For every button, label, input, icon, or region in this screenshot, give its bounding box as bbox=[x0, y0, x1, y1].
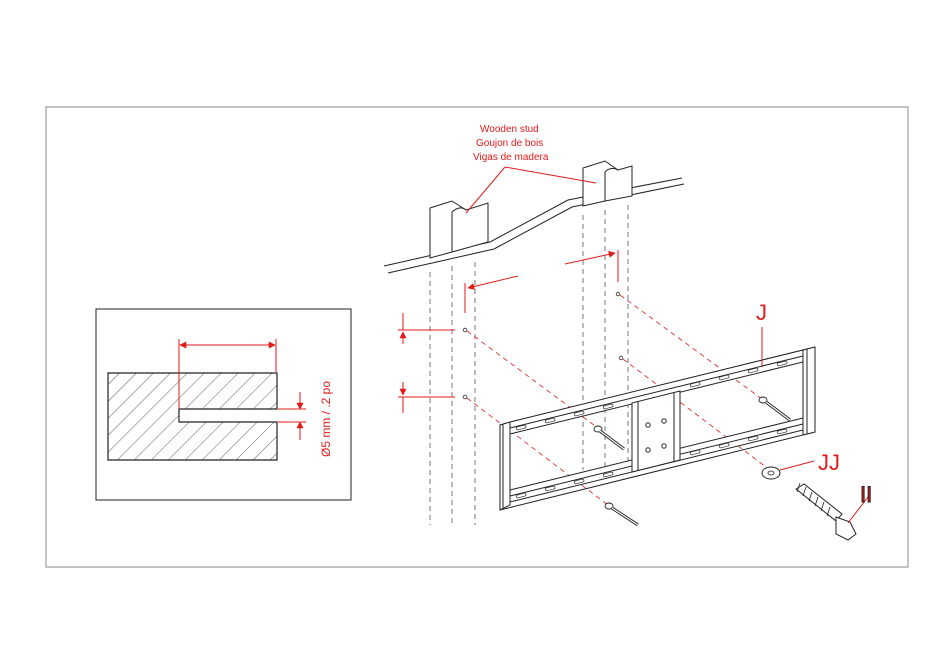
stud-label-en: Wooden stud bbox=[480, 124, 539, 135]
wall-assembly bbox=[384, 161, 684, 273]
installed-lag-bolts bbox=[594, 397, 790, 525]
washer-jj: JJ bbox=[762, 450, 840, 479]
right-stud-top bbox=[583, 161, 632, 206]
wall-plate-j bbox=[500, 347, 815, 510]
pilot-holes bbox=[463, 292, 623, 399]
lag-bolt-ii: II bbox=[796, 482, 872, 540]
drill-detail-inset: Ø5 mm / .2 po bbox=[96, 309, 351, 500]
stud-spacing-arrows bbox=[465, 250, 618, 313]
part-label-ii: II bbox=[860, 482, 872, 507]
stud-label-es: Vigas de madera bbox=[473, 152, 549, 163]
left-stud-top bbox=[430, 201, 488, 258]
stud-label-fr: Goujon de bois bbox=[476, 138, 543, 149]
drill-dimension-label: Ø5 mm / .2 po bbox=[319, 381, 333, 457]
vertical-spacing-arrows bbox=[398, 313, 455, 413]
part-label-jj: JJ bbox=[818, 450, 840, 475]
lag-bolt-upper-left bbox=[594, 426, 624, 449]
lag-bolt-lower-left bbox=[605, 503, 638, 525]
part-label-j: J bbox=[756, 300, 767, 325]
stud-callout: Wooden stud Goujon de bois Vigas de made… bbox=[466, 124, 596, 213]
wall-surface bbox=[384, 178, 684, 273]
lag-bolt-upper-right bbox=[759, 397, 790, 420]
